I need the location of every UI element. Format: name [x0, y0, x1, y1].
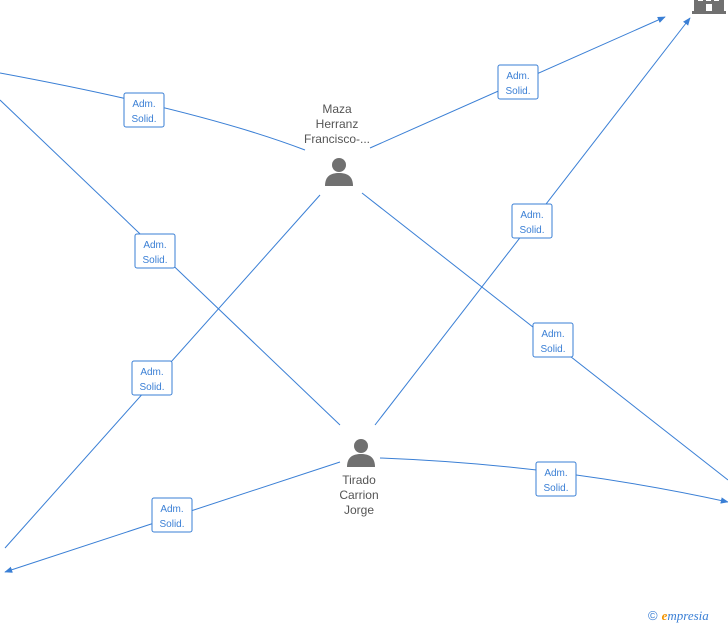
edge-label-line2: Solid. [505, 86, 530, 97]
person-icon[interactable] [345, 437, 377, 469]
edge-label-line1: Adm. [520, 210, 543, 221]
edge-label-e4[interactable]: Adm. Solid. [511, 203, 553, 239]
edge-label-line2: Solid. [540, 344, 565, 355]
edge-label-line2: Solid. [159, 519, 184, 530]
edge-label-line1: Adm. [132, 99, 155, 110]
edge-label-line1: Adm. [143, 240, 166, 251]
node-label-line: Maza [322, 102, 352, 116]
edge-label-line1: Adm. [140, 367, 163, 378]
node-label-line: Herranz [315, 117, 359, 131]
edge-label-e6[interactable]: Adm. Solid. [532, 322, 574, 358]
edge-label-e2[interactable]: Adm. Solid. [497, 64, 539, 100]
copyright-symbol: © [648, 608, 658, 623]
edge-label-e5[interactable]: Adm. Solid. [131, 360, 173, 396]
edge-label-line1: Adm. [541, 329, 564, 340]
edge-label-line2: Solid. [139, 382, 164, 393]
company-building-icon[interactable] [692, 0, 726, 14]
edge-label-e8[interactable]: Adm. Solid. [151, 497, 193, 533]
person-icon[interactable] [323, 156, 355, 188]
node-label-line: Jorge [343, 503, 375, 517]
edge-label-e1[interactable]: Adm. Solid. [123, 92, 165, 128]
node-label-line: Francisco-... [303, 132, 370, 146]
edge-line [0, 72, 306, 151]
edge-label-line2: Solid. [519, 225, 544, 236]
edge-label-line2: Solid. [543, 483, 568, 494]
node-label-maza[interactable]: Maza Herranz Francisco-... [292, 102, 382, 147]
edge-label-line1: Adm. [544, 468, 567, 479]
edge-label-line2: Solid. [142, 255, 167, 266]
edge-label-e7[interactable]: Adm. Solid. [535, 461, 577, 497]
brand-name: mpresia [667, 608, 709, 623]
edge-label-e3[interactable]: Adm. Solid. [134, 233, 176, 269]
edge-label-line2: Solid. [131, 114, 156, 125]
node-label-tirado[interactable]: Tirado Carrion Jorge [314, 473, 404, 518]
edge-label-line1: Adm. [506, 71, 529, 82]
brand-initial: e [661, 608, 668, 623]
brand-logo: ©empresia [648, 608, 709, 624]
node-label-line: Carrion [339, 488, 379, 502]
node-label-line: Tirado [342, 473, 376, 487]
edge-label-line1: Adm. [160, 504, 183, 515]
